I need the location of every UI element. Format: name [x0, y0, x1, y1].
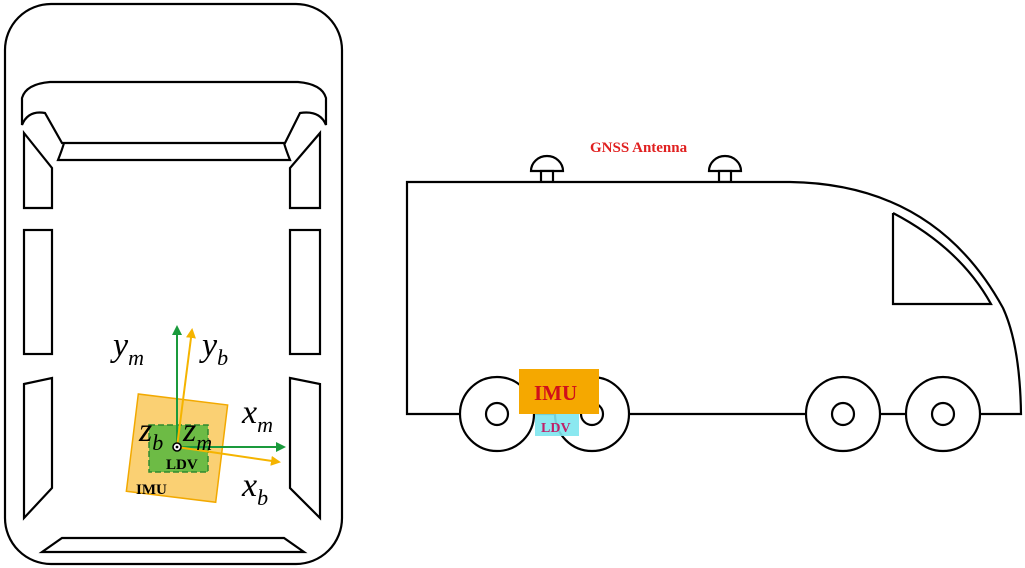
right-front-window: [288, 130, 322, 210]
label-xm: xm: [241, 394, 273, 437]
label-ym: ym: [110, 327, 144, 370]
label-xb: xb: [241, 467, 268, 510]
top-view: [3, 2, 344, 566]
gnss-antenna-2: [707, 154, 743, 184]
label-zm: zm: [182, 412, 212, 455]
windshield: [20, 80, 328, 145]
side-view: [405, 154, 1023, 416]
ldv-box-side: [535, 414, 579, 436]
rear-window: [38, 536, 308, 554]
gnss-antenna-label: GNSS Antenna: [590, 140, 688, 156]
imu-label-top: IMU: [136, 482, 167, 498]
axis-xb-arrow: [176, 446, 281, 466]
gnss-antenna-1: [529, 154, 565, 184]
label-yb: yb: [199, 327, 228, 370]
right-mid-window: [288, 228, 322, 356]
label-zb: zb: [138, 412, 163, 455]
left-mid-window: [22, 228, 54, 356]
wheel-front-1: [804, 375, 882, 453]
vehicle-body-side: [405, 180, 1023, 416]
imu-label-side: IMU: [534, 381, 577, 405]
ldv-label-side: LDV: [541, 421, 571, 436]
side-window: [891, 212, 993, 306]
left-front-window: [22, 129, 54, 210]
left-rear-window: [22, 376, 54, 521]
car-body-outline: [3, 2, 344, 566]
imu-box-side: [519, 369, 599, 414]
wheel-front-2: [904, 375, 982, 453]
right-rear-window: [288, 376, 322, 521]
ldv-label-top: LDV: [166, 457, 198, 473]
axis-yb-arrow: [176, 328, 196, 448]
windshield-inner: [56, 142, 292, 162]
wheel-rear-1: [458, 375, 536, 453]
